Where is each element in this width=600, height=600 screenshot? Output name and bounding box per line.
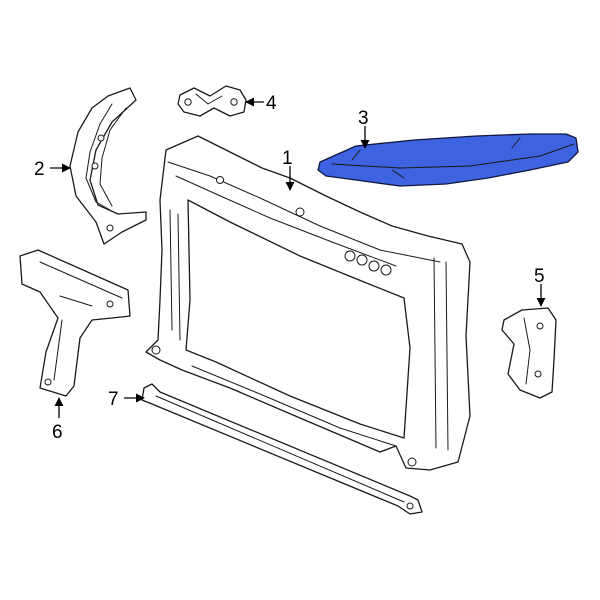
part-3-upper-tie-bar[interactable] [317,133,579,187]
part-5-side-bracket[interactable] [501,307,557,399]
callout-3[interactable]: 3 [358,108,369,129]
callout-7[interactable]: 7 [108,389,119,410]
callout-6[interactable]: 6 [52,422,63,443]
part-6-lower-brace[interactable] [19,249,131,397]
part-7-lower-strap[interactable] [141,383,423,515]
part-1-radiator-support[interactable] [145,135,471,471]
part-4-upper-bracket[interactable] [177,85,247,117]
callout-5[interactable]: 5 [534,266,545,287]
part-2-side-bracket[interactable] [69,87,147,245]
callout-4[interactable]: 4 [266,93,277,114]
callout-1[interactable]: 1 [282,148,293,169]
callout-2[interactable]: 2 [34,159,45,180]
